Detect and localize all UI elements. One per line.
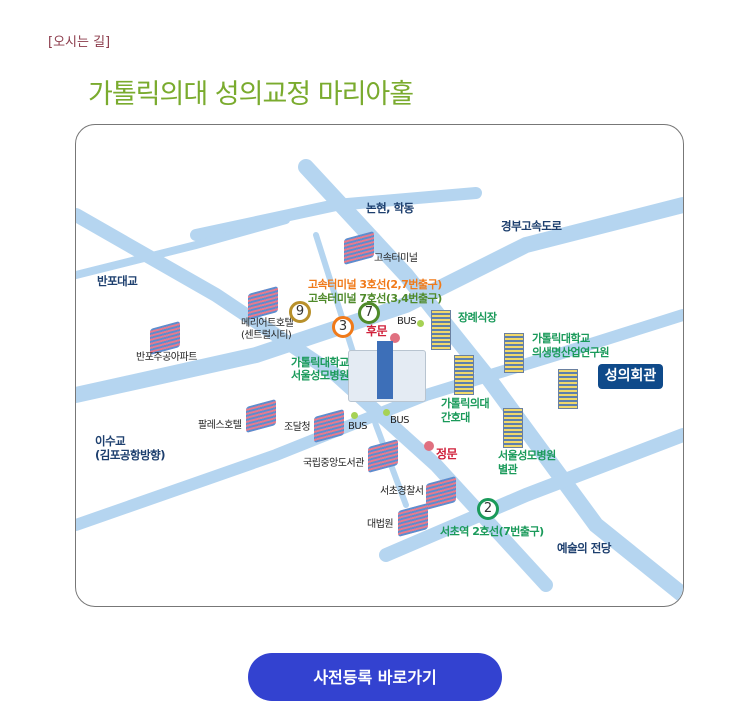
landmark-label: 조달청 xyxy=(284,422,311,433)
road-label: 이수교 xyxy=(95,434,126,448)
page-title: 가톨릭의대 성의교정 마리아홀 xyxy=(88,79,414,110)
line3-label: 고속터미널 3호선(2,7번출구) xyxy=(308,278,442,291)
bus-stop-label: BUS xyxy=(397,316,417,327)
target-building-icon xyxy=(558,369,578,409)
hospital-building-icon xyxy=(348,341,426,402)
subway-line9-badge: 9 xyxy=(289,301,311,323)
campus-label: 가톨릭의대 xyxy=(441,397,490,410)
campus-label: 서울성모병원 xyxy=(291,369,349,382)
landmark-label: 메리어트호텔 xyxy=(241,318,294,329)
campus-label: 별관 xyxy=(498,463,518,476)
campus-label: 의생명산업연구원 xyxy=(532,346,609,359)
road-network xyxy=(76,159,683,603)
back-gate-marker xyxy=(390,333,400,343)
subway-line2-badge: 2 xyxy=(477,498,499,520)
road xyxy=(76,208,553,592)
line2-label: 서초역 2호선(7번출구) xyxy=(440,525,544,538)
back-gate-label: 후문 xyxy=(366,324,388,338)
road xyxy=(313,232,409,508)
landmark-label: 팔레스호텔 xyxy=(198,420,242,431)
road-label: 반포대교 xyxy=(97,274,138,288)
building-icon xyxy=(454,355,474,395)
section-label: [오시는 길] xyxy=(48,35,111,50)
campus-label: 서울성모병원 xyxy=(498,449,556,462)
landmark-label: 서초경찰서 xyxy=(380,486,424,497)
line7-label: 고속터미널 7호선(3,4번출구) xyxy=(308,292,442,305)
campus-label: 간호대 xyxy=(441,411,470,424)
campus-label: 가톨릭대학교 xyxy=(532,332,590,345)
building-icon xyxy=(503,408,523,448)
main-gate-label: 정문 xyxy=(436,447,458,461)
road-label: 논현, 학동 xyxy=(366,201,414,215)
road-label: 예술의 전당 xyxy=(557,541,611,555)
road xyxy=(190,187,482,241)
main-gate-marker xyxy=(424,441,434,451)
landmark-label: (센트럴시티) xyxy=(241,330,292,341)
pre-registration-button[interactable]: 사전등록 바로가기 xyxy=(248,653,502,701)
bus-stop-marker xyxy=(417,320,424,327)
subway-line7-badge: 7 xyxy=(358,302,380,324)
road xyxy=(76,197,683,403)
bus-stop-label: BUS xyxy=(390,415,410,426)
landmark-label: 반포주공아파트 xyxy=(136,352,197,363)
target-location-callout: 성의회관 xyxy=(598,364,663,389)
road xyxy=(76,216,290,279)
landmark-label: 대법원 xyxy=(367,519,394,530)
subway-line3-badge: 3 xyxy=(332,316,354,338)
landmark-label: 고속터미널 xyxy=(374,253,418,264)
road-label: 경부고속도로 xyxy=(501,219,562,233)
building-icon xyxy=(504,333,524,373)
bus-stop-label: BUS xyxy=(348,421,368,432)
bus-stop-marker xyxy=(383,409,390,416)
landmark-label: 국립중앙도서관 xyxy=(303,458,364,469)
road xyxy=(76,309,683,531)
road xyxy=(379,428,683,562)
campus-label: 가톨릭대학교 xyxy=(291,356,349,369)
road-label: (김포공항방향) xyxy=(95,448,166,462)
bus-stop-marker xyxy=(351,412,358,419)
building-icon xyxy=(431,310,451,350)
campus-label: 장례식장 xyxy=(458,311,497,324)
location-map: 논현, 학동 경부고속도로 반포대교 이수교 (김포공항방향) 예술의 전당 고… xyxy=(75,124,684,607)
